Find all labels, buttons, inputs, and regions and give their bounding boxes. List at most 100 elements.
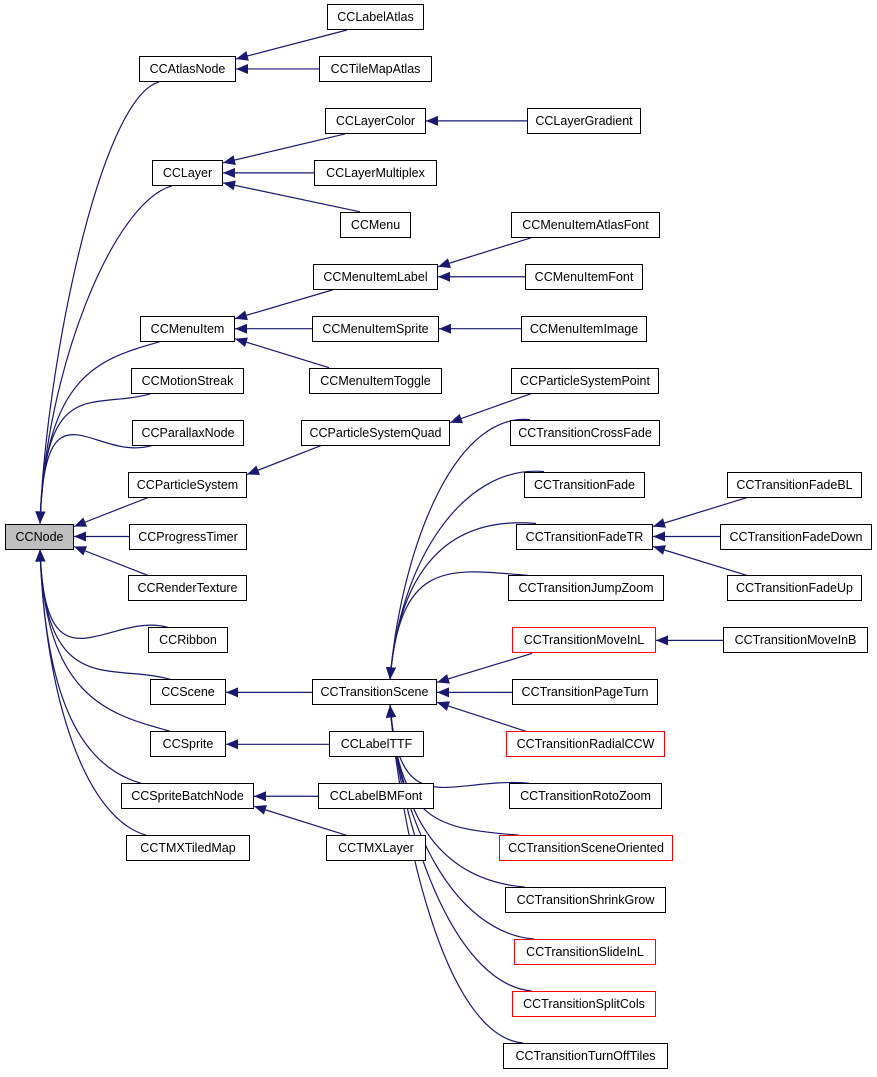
inheritance-edge — [73, 496, 149, 528]
class-node-cc-menu-item-sprite[interactable]: CCMenuItemSprite — [312, 315, 439, 342]
class-node-cc-ribbon[interactable]: CCRibbon — [148, 627, 228, 654]
class-node-cc-tile-map-atlas[interactable]: CCTileMapAtlas — [319, 55, 432, 82]
class-node-cc-menu-item-label[interactable]: CCMenuItemLabel — [313, 263, 438, 290]
class-node-cc-tmx-layer[interactable]: CCTMXLayer — [326, 835, 426, 862]
class-node-cc-transition-slide-in-l[interactable]: CCTransitionSlideInL — [514, 939, 656, 966]
class-node-cc-transition-roto-zoom[interactable]: CCTransitionRotoZoom — [509, 783, 662, 810]
class-name-label: CCSprite — [162, 737, 214, 752]
inheritance-edge — [246, 445, 322, 476]
class-node-cc-transition-shrink-grow[interactable]: CCTransitionShrinkGrow — [505, 887, 666, 914]
class-node-cc-transition-move-in-b[interactable]: CCTransitionMoveInB — [723, 627, 868, 654]
class-node-cc-menu-item-atlas-font[interactable]: CCMenuItemAtlasFont — [511, 211, 660, 238]
class-node-cc-particle-system-quad[interactable]: CCParticleSystemQuad — [301, 419, 450, 446]
class-node-cc-transition-fade-up[interactable]: CCTransitionFadeUp — [727, 575, 862, 602]
class-node-cc-progress-timer[interactable]: CCProgressTimer — [129, 523, 247, 550]
class-name-label: CCMenuItem — [150, 321, 225, 336]
class-name-label: CCTransitionCrossFade — [518, 425, 652, 440]
class-name-label: CCRenderTexture — [137, 581, 238, 596]
class-name-label: CCTransitionShrinkGrow — [516, 893, 655, 908]
class-name-label: CCParticleSystemQuad — [309, 425, 442, 440]
class-name-label: CCLayerMultiplex — [326, 165, 425, 180]
class-node-cc-transition-split-cols[interactable]: CCTransitionSplitCols — [512, 991, 656, 1018]
class-node-cc-tmx-tiled-map[interactable]: CCTMXTiledMap — [126, 835, 250, 862]
inheritance-edge — [235, 29, 348, 60]
class-node-cc-node[interactable]: CCNode — [5, 523, 74, 550]
arrowhead-icon — [223, 180, 236, 191]
class-node-cc-transition-move-in-l[interactable]: CCTransitionMoveInL — [512, 627, 656, 654]
class-name-label: CCMenuItemImage — [529, 321, 639, 336]
class-node-cc-menu-item-image[interactable]: CCMenuItemImage — [521, 315, 647, 342]
arrowhead-icon — [247, 465, 260, 475]
class-node-cc-menu-item[interactable]: CCMenuItem — [140, 315, 235, 342]
inheritance-edge — [253, 805, 347, 836]
class-name-label: CCTransitionFadeUp — [736, 581, 853, 596]
class-node-cc-transition-fade-down[interactable]: CCTransitionFadeDown — [720, 523, 872, 550]
inheritance-edge — [436, 701, 527, 732]
class-node-cc-transition-radial-ccw[interactable]: CCTransitionRadialCCW — [506, 731, 665, 758]
class-node-cc-motion-streak[interactable]: CCMotionStreak — [131, 367, 244, 394]
class-node-cc-transition-page-turn[interactable]: CCTransitionPageTurn — [512, 679, 658, 706]
inheritance-edge — [449, 393, 532, 424]
class-name-label: CCTransitionFade — [534, 477, 635, 492]
class-name-label: CCTransitionPageTurn — [521, 685, 649, 700]
class-name-label: CCMenuItemFont — [534, 269, 634, 284]
class-node-cc-particle-system-point[interactable]: CCParticleSystemPoint — [511, 367, 659, 394]
class-node-cc-atlas-node[interactable]: CCAtlasNode — [139, 55, 236, 82]
class-node-cc-menu-item-toggle[interactable]: CCMenuItemToggle — [309, 367, 442, 394]
class-node-cc-layer[interactable]: CCLayer — [152, 159, 223, 186]
inheritance-edge — [39, 393, 152, 524]
class-node-cc-transition-scene-oriented[interactable]: CCTransitionSceneOriented — [499, 835, 673, 862]
class-node-cc-menu[interactable]: CCMenu — [340, 211, 411, 238]
class-node-cc-sprite[interactable]: CCSprite — [150, 731, 226, 758]
class-name-label: CCMenuItemSprite — [322, 321, 429, 336]
class-name-label: CCTransitionSlideInL — [526, 945, 644, 960]
class-node-cc-menu-item-font[interactable]: CCMenuItemFont — [525, 263, 643, 290]
class-name-label: CCTransitionSceneOriented — [508, 841, 664, 856]
class-name-label: CCTransitionScene — [320, 685, 429, 700]
class-node-cc-transition-scene[interactable]: CCTransitionScene — [312, 679, 437, 706]
inheritance-edge — [39, 434, 153, 524]
class-node-cc-transition-cross-fade[interactable]: CCTransitionCrossFade — [510, 419, 660, 446]
class-name-label: CCTransitionJumpZoom — [518, 581, 654, 596]
class-name-label: CCLayerColor — [335, 113, 416, 128]
class-node-cc-transition-fade[interactable]: CCTransitionFade — [524, 471, 645, 498]
class-node-cc-label-bm-font[interactable]: CCLabelBMFont — [318, 783, 434, 810]
inheritance-edge — [222, 182, 361, 213]
class-name-label: CCTMXLayer — [338, 841, 414, 856]
class-name-label: CCTileMapAtlas — [330, 61, 421, 76]
class-node-cc-layer-multiplex[interactable]: CCLayerMultiplex — [314, 159, 437, 186]
class-name-label: CCScene — [161, 685, 215, 700]
class-node-cc-label-atlas[interactable]: CCLabelAtlas — [327, 4, 424, 30]
class-node-cc-render-texture[interactable]: CCRenderTexture — [128, 575, 247, 602]
inheritance-edge — [652, 496, 748, 528]
class-node-cc-transition-turn-off-tiles[interactable]: CCTransitionTurnOffTiles — [503, 1043, 668, 1069]
inheritance-edge — [389, 705, 524, 1044]
class-name-label: CCMenuItemLabel — [323, 269, 428, 284]
class-node-cc-transition-jump-zoom[interactable]: CCTransitionJumpZoom — [508, 575, 664, 602]
class-node-cc-transition-fade-bl[interactable]: CCTransitionFadeBL — [727, 471, 862, 498]
inheritance-edge — [39, 81, 160, 524]
inheritance-edge — [39, 549, 171, 680]
class-node-cc-parallax-node[interactable]: CCParallaxNode — [132, 419, 244, 446]
class-node-cc-particle-system[interactable]: CCParticleSystem — [128, 471, 247, 498]
class-name-label: CCTransitionRadialCCW — [516, 737, 655, 752]
inheritance-edge — [652, 545, 748, 577]
class-node-cc-layer-gradient[interactable]: CCLayerGradient — [527, 107, 641, 134]
class-node-cc-sprite-batch-node[interactable]: CCSpriteBatchNode — [121, 783, 254, 810]
class-name-label: CCParallaxNode — [141, 425, 235, 440]
inheritance-edge — [234, 338, 330, 369]
class-name-label: CCMenuItemToggle — [320, 373, 431, 388]
class-name-label: CCRibbon — [159, 633, 217, 648]
inheritance-edge — [436, 652, 533, 683]
class-node-cc-layer-color[interactable]: CCLayerColor — [325, 107, 426, 134]
inheritance-edge — [389, 418, 531, 680]
class-name-label: CCTransitionMoveInL — [523, 633, 645, 648]
class-node-cc-transition-fade-tr[interactable]: CCTransitionFadeTR — [516, 523, 653, 550]
class-node-cc-scene[interactable]: CCScene — [150, 679, 226, 706]
class-name-label: CCMenu — [350, 217, 401, 232]
class-node-cc-label-ttf[interactable]: CCLabelTTF — [329, 731, 424, 758]
class-name-label: CCMotionStreak — [141, 373, 234, 388]
inheritance-edge — [39, 185, 173, 524]
